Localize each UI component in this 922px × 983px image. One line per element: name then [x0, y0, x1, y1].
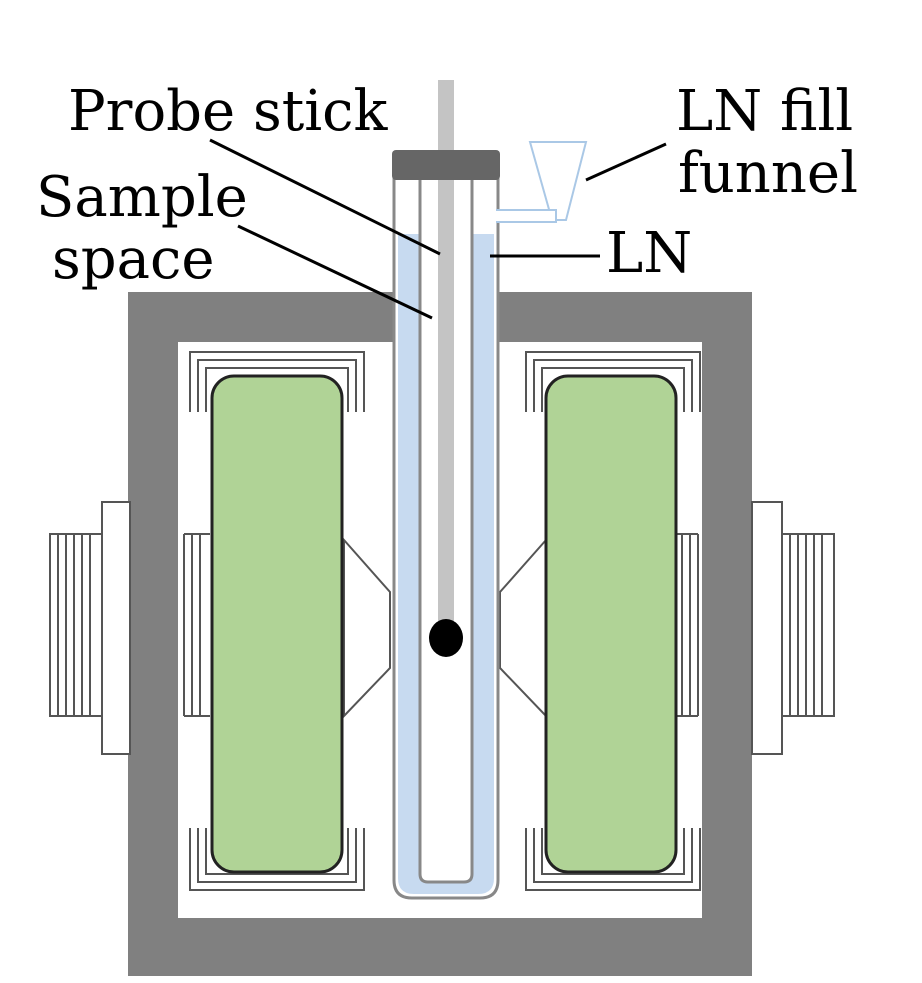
pointer-ln-fill-funnel [585, 142, 667, 182]
coil-brackets [189, 351, 701, 891]
pointer-sample-space [237, 224, 433, 320]
dewar-cap [392, 150, 500, 180]
sample-dot [429, 619, 463, 657]
label-ln-fill-funnel-line2: funnel [678, 141, 858, 206]
label-ln-fill-funnel-line1: LN fill [676, 79, 853, 144]
label-sample-space-line2: space [52, 227, 214, 292]
pointer-probe-stick [209, 138, 441, 256]
left-side-flange [49, 501, 131, 755]
left-pole-piece [343, 537, 391, 719]
ln-fill-funnel [496, 141, 588, 223]
left-pole-core [183, 533, 210, 717]
right-coil [544, 374, 678, 874]
right-side-flange [751, 501, 835, 755]
label-sample-space-line1: Sample [36, 165, 248, 230]
probe-rod-top [438, 80, 454, 160]
probe-stick [438, 176, 454, 628]
right-pole-core [672, 533, 699, 717]
left-coil [210, 374, 344, 874]
label-ln: LN [606, 221, 692, 286]
label-probe-stick: Probe stick [68, 79, 388, 144]
label-pointers [209, 138, 667, 320]
